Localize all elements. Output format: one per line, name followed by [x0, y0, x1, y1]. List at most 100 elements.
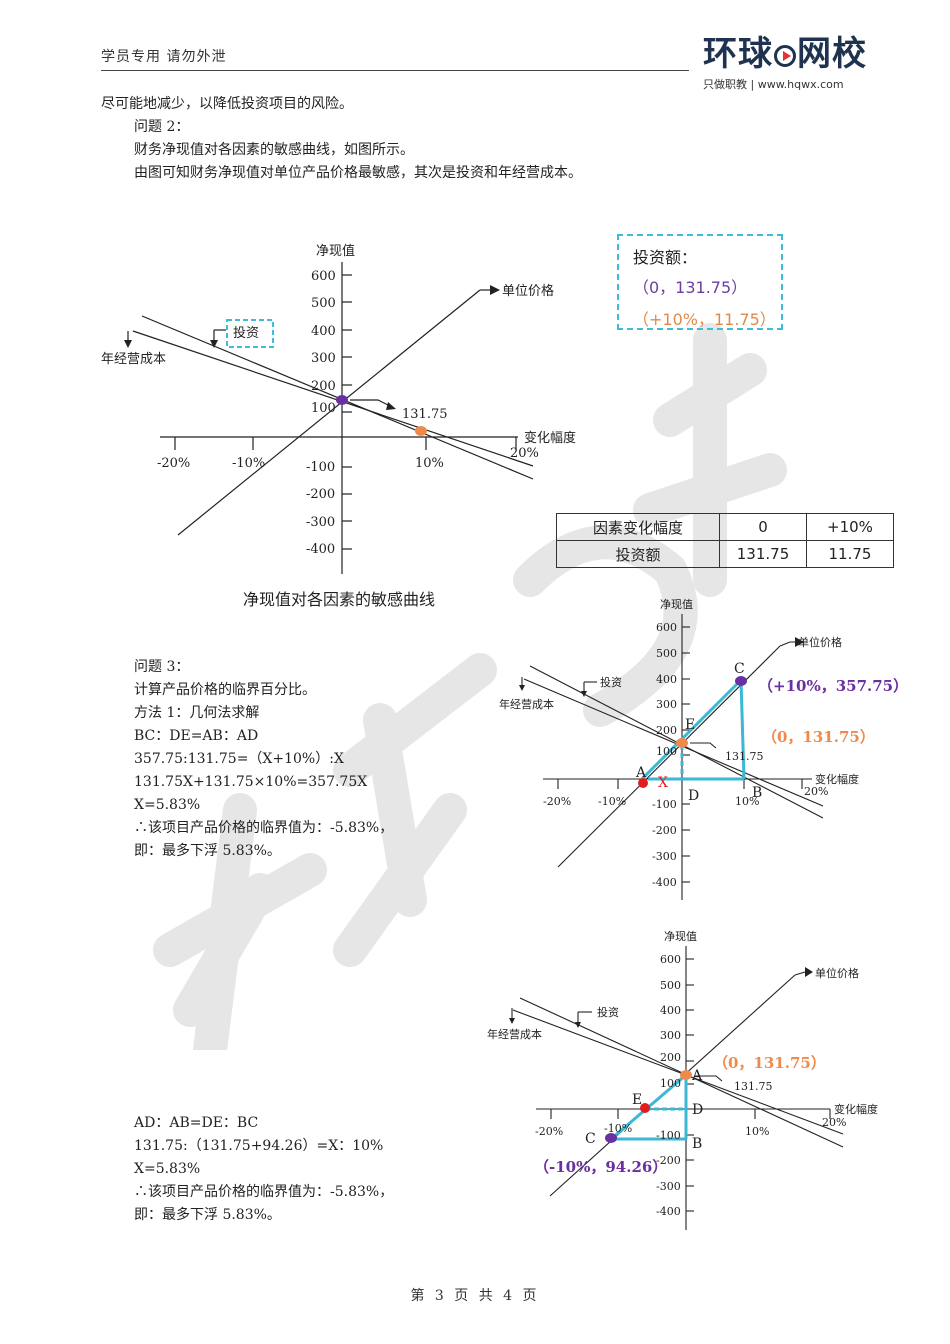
- chart1-ylabel: 净现值: [316, 243, 355, 259]
- svg-text:200: 200: [311, 379, 336, 394]
- svg-text:-300: -300: [656, 1180, 681, 1193]
- q3-eq: 131.75X+131.75×10%=357.75X: [134, 774, 368, 790]
- svg-text:-400: -400: [306, 542, 335, 557]
- svg-text:200: 200: [656, 724, 677, 737]
- q3-eq: BC：DE=AB：AD: [134, 728, 259, 744]
- svg-text:X: X: [658, 775, 668, 791]
- svg-text:变化幅度: 变化幅度: [815, 772, 859, 786]
- svg-text:D: D: [692, 1102, 703, 1118]
- svg-text:-100: -100: [306, 460, 335, 475]
- brand-logo: 环球网校 只做职教 | www.hqwx.com: [703, 36, 873, 92]
- svg-text:500: 500: [660, 979, 681, 992]
- q2-line-1: 财务净现值对各因素的敏感曲线，如图所示。: [134, 142, 414, 158]
- svg-text:131.75: 131.75: [725, 750, 764, 763]
- sensitivity-chart-1: 净现值 600 500 400 300 200 100 -100 -200 -3…: [101, 243, 576, 574]
- svg-text:600: 600: [311, 269, 336, 284]
- svg-text:-20%: -20%: [535, 1125, 563, 1138]
- svg-text:D: D: [688, 788, 699, 804]
- q3-conclusion: 即：最多下浮 5.83%。: [134, 843, 281, 859]
- svg-text:-400: -400: [652, 876, 677, 889]
- svg-text:500: 500: [311, 296, 336, 311]
- q3-line: 计算产品价格的临界百分比。: [134, 682, 316, 698]
- header-confidential-note: 学员专用 请勿外泄: [101, 49, 227, 65]
- point-e-label: （0，131.75）: [762, 728, 875, 746]
- svg-text:E: E: [685, 717, 695, 733]
- page-number: 第 3 页 共 4 页: [410, 1288, 540, 1304]
- svg-text:B: B: [752, 785, 762, 801]
- svg-text:300: 300: [656, 698, 677, 711]
- svg-text:-100: -100: [656, 1129, 681, 1142]
- svg-text:-20%: -20%: [157, 456, 190, 471]
- svg-text:20%: 20%: [822, 1116, 846, 1129]
- svg-text:600: 600: [656, 621, 677, 634]
- svg-text:100: 100: [656, 745, 677, 758]
- svg-text:400: 400: [656, 673, 677, 686]
- svg-text:400: 400: [311, 324, 336, 339]
- point-c-label: （-10%，94.26）: [534, 1158, 667, 1176]
- label-npv-value: 131.75: [402, 407, 448, 422]
- svg-text:100: 100: [660, 1077, 681, 1090]
- svg-text:-200: -200: [656, 1154, 681, 1167]
- svg-text:投资: 投资: [600, 675, 622, 689]
- intro-line: 尽可能地减少，以降低投资项目的风险。: [101, 96, 353, 112]
- svg-text:-20%: -20%: [543, 795, 571, 808]
- label-investment: 投资: [233, 325, 259, 341]
- sensitivity-chart-2: 净现值 600 500 400 300 200 100 -100 -200 -3…: [499, 597, 908, 900]
- chart1-xlabel: 变化幅度: [524, 430, 576, 446]
- svg-text:单位价格: 单位价格: [798, 635, 842, 649]
- svg-text:变化幅度: 变化幅度: [834, 1102, 878, 1116]
- sensitivity-chart-3: 净现值 600 500 400 300 200 100 -100 -200 -3…: [487, 929, 878, 1230]
- svg-text:年经营成本: 年经营成本: [499, 697, 554, 711]
- svg-text:200: 200: [660, 1051, 681, 1064]
- q3b-eq: AD：AB=DE：BC: [134, 1115, 259, 1131]
- q3b-conclusion: 即：最多下浮 5.83%。: [134, 1207, 281, 1223]
- svg-text:-200: -200: [306, 487, 335, 502]
- header-divider: [101, 70, 689, 71]
- svg-text:-200: -200: [652, 824, 677, 837]
- table-row: 投资额 131.75 11.75: [556, 540, 894, 568]
- svg-text:500: 500: [656, 647, 677, 660]
- q3-method: 方法 1：几何法求解: [134, 705, 260, 721]
- svg-text:10%: 10%: [735, 795, 759, 808]
- label-unit-price: 单位价格: [502, 283, 554, 299]
- q3-eq: 357.75:131.75=（X+10%）:X: [134, 751, 344, 767]
- svg-text:300: 300: [660, 1029, 681, 1042]
- play-icon: [774, 44, 796, 67]
- svg-text:净现值: 净现值: [664, 929, 697, 943]
- svg-text:A: A: [635, 765, 647, 781]
- svg-text:100: 100: [311, 401, 336, 416]
- q3b-eq: X=5.83%: [134, 1161, 201, 1177]
- svg-text:净现值: 净现值: [660, 597, 693, 611]
- svg-text:-100: -100: [652, 798, 677, 811]
- logo-tagline: 只做职教 | www.hqwx.com: [703, 78, 844, 91]
- table-row: 因素变化幅度 0 +10%: [556, 513, 894, 541]
- svg-text:E: E: [632, 1092, 642, 1108]
- svg-text:C: C: [734, 661, 745, 677]
- q3b-conclusion: ∴该项目产品价格的临界值为：-5.83%，: [134, 1184, 394, 1200]
- svg-text:400: 400: [660, 1004, 681, 1017]
- svg-text:-10%: -10%: [598, 795, 626, 808]
- svg-text:20%: 20%: [510, 446, 539, 461]
- svg-text:年经营成本: 年经营成本: [487, 1027, 542, 1041]
- q3-title: 问题 3：: [134, 659, 190, 675]
- svg-text:-300: -300: [652, 850, 677, 863]
- investment-table: 因素变化幅度 0 +10% 投资额 131.75 11.75: [556, 513, 894, 568]
- logo-text-a: 环球: [703, 34, 773, 74]
- q2-line-2: 由图可知财务净现值对单位产品价格最敏感，其次是投资和年经营成本。: [134, 165, 582, 181]
- svg-text:131.75: 131.75: [734, 1080, 773, 1093]
- svg-text:-300: -300: [306, 515, 335, 530]
- svg-text:-10%: -10%: [232, 456, 265, 471]
- point-a-label: （0，131.75）: [713, 1054, 826, 1072]
- svg-text:C: C: [585, 1131, 596, 1147]
- svg-text:300: 300: [311, 351, 336, 366]
- q3-conclusion: ∴该项目产品价格的临界值为：-5.83%，: [134, 820, 394, 836]
- q3b-eq: 131.75:（131.75+94.26）=X：10%: [134, 1138, 384, 1154]
- svg-text:-10%: -10%: [604, 1122, 632, 1135]
- svg-text:B: B: [692, 1136, 702, 1152]
- svg-text:A: A: [691, 1068, 703, 1084]
- point-c-label: （+10%，357.75）: [758, 677, 908, 695]
- svg-text:投资: 投资: [597, 1005, 619, 1019]
- svg-text:10%: 10%: [745, 1125, 769, 1138]
- investment-info-box: 投资额： （0，131.75） （+10%，11.75）: [617, 234, 783, 330]
- logo-text-b: 网校: [797, 34, 867, 74]
